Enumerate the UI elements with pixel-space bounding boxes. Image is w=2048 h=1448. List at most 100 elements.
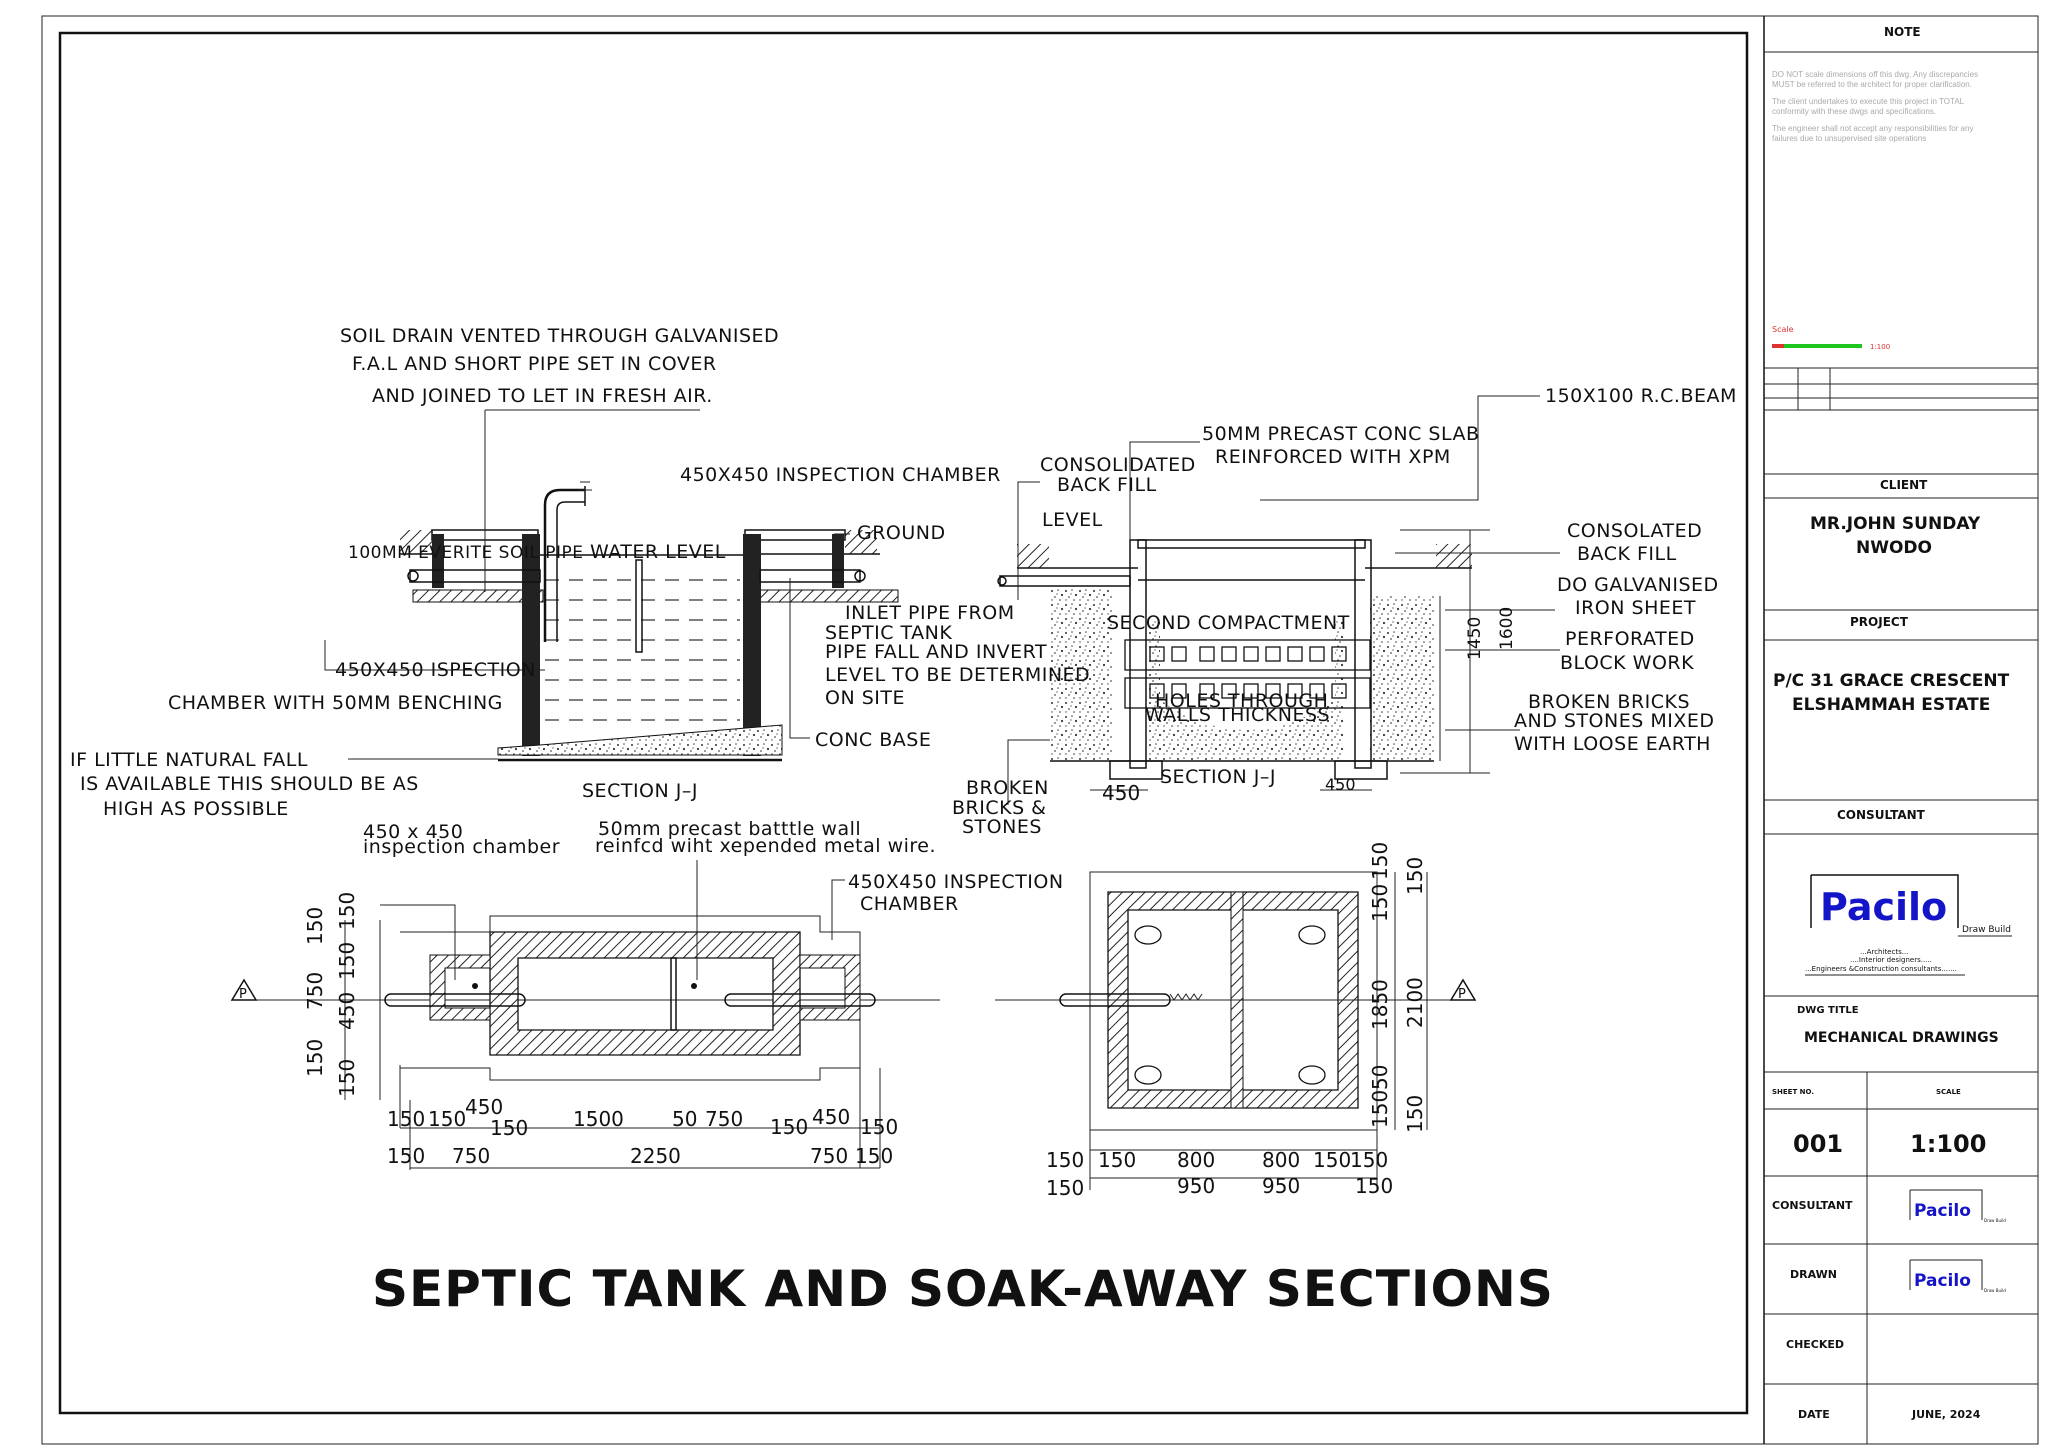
consolidated-label-1: CONSOLIDATED [1040, 454, 1196, 476]
soak-h-dim: 150 [1355, 1174, 1393, 1198]
septic-v-dim: 450 [335, 992, 359, 1030]
outer-frame [41, 15, 2039, 1445]
holes-label-2: WALLS THICKNESS [1145, 704, 1330, 726]
septic-v-dim: 750 [303, 972, 327, 1010]
drawing-scale: 1:100 [1910, 1130, 1986, 1158]
conc-base [497, 724, 783, 756]
drawn-logo-sub: Draw Build [1984, 1288, 2006, 1293]
project-name-2: ELSHAMMAH ESTATE [1792, 695, 1990, 715]
septic-v-dim: 150 [303, 1039, 327, 1077]
note-text-2: The client undertakes to execute this pr… [1772, 97, 1964, 116]
perforated-label-1: PERFORATED [1565, 628, 1695, 650]
checked-row-label: CHECKED [1786, 1338, 1844, 1351]
consultant-logo: Pacilo Draw Build ...Architects... ....I… [1805, 874, 2012, 976]
rc-beam-label: 150X100 R.C.BEAM [1545, 385, 1737, 407]
inlet-label-5: ON SITE [825, 687, 905, 709]
title-block: NOTE DO NOT scale dimensions off this dw… [1763, 16, 2038, 1444]
septic-h-dim: 150 [770, 1115, 808, 1139]
mini-logo-text: Pacilo [1914, 1201, 1971, 1221]
client-name-2: NWODO [1856, 538, 1932, 558]
precast-slab [1137, 539, 1366, 549]
soak-v-dim: 150 [1368, 884, 1392, 922]
logo-line-3: ...Engineers &Construction consultants..… [1805, 965, 1957, 973]
perforated-blocks-upper [1124, 639, 1371, 671]
scale-heading: SCALE [1936, 1088, 1961, 1096]
cover-slab-right [759, 589, 899, 603]
ground-hatch-left [400, 530, 436, 554]
project-name-1: P/C 31 GRACE CRESCENT [1773, 671, 2010, 691]
date-row-label: DATE [1798, 1408, 1830, 1421]
conc-base-label: CONC BASE [815, 729, 931, 751]
septic-h-dim: 50 [672, 1107, 697, 1131]
septic-h-dim: 150 [387, 1107, 425, 1131]
scale-bar-label: Scale [1772, 325, 1794, 334]
ground-label: GROUND [857, 522, 946, 544]
septic-plan-horizontal-dims: 150 150 450 150 1500 50 750 150 450 150 … [387, 1095, 898, 1168]
broken-bricks-left-2: BRICKS & [952, 797, 1046, 819]
natural-fall-label-1: IF LITTLE NATURAL FALL [70, 749, 308, 771]
drawing-date: JUNE, 2024 [1911, 1408, 1981, 1421]
precast-slab-label-2: REINFORCED WITH XPM [1215, 446, 1451, 468]
drawing-frame [58, 31, 1749, 1415]
scale-bar-ratio: 1:100 [1870, 343, 1890, 351]
soak-plan-vertical-dims: 150 150 1850 50 150 150 2100 150 [1368, 842, 1427, 1133]
soak-v-dim: 1850 [1368, 979, 1392, 1030]
cover-slab-left [412, 589, 544, 603]
broken-bricks-right-2: AND STONES MIXED [1514, 710, 1714, 732]
soak-h-dim: 150 [1313, 1148, 1351, 1172]
logo-line-2: ....Interior designers..... [1850, 956, 1932, 964]
consolated-label-2: BACK FILL [1577, 543, 1677, 565]
soil-pipe-label: 100MM EVERITE SOIL PIPE [348, 543, 583, 563]
consolated-label-1: CONSOLATED [1567, 520, 1702, 542]
septic-h-dim: 150 [860, 1115, 898, 1139]
septic-h-dim: 2250 [630, 1144, 681, 1168]
drawing-title: SEPTIC TANK AND SOAK-AWAY SECTIONS [372, 1260, 1554, 1318]
logo-subtext: Draw Build [1962, 925, 2011, 935]
septic-h-dim: 450 [465, 1095, 503, 1119]
scale-bar [1772, 344, 1862, 348]
precast-slab-label-1: 50MM PRECAST CONC SLAB [1202, 423, 1480, 445]
soak-h-dim: 150 [1046, 1148, 1084, 1172]
septic-v-dim: 150 [335, 942, 359, 980]
note-heading: NOTE [1884, 25, 1921, 39]
drawn-row-label: DRAWN [1790, 1268, 1837, 1281]
chamber-label-2: inspection chamber [363, 836, 560, 858]
soak-h-dim: 800 [1177, 1148, 1215, 1172]
septic-h-dim: 150 [428, 1107, 466, 1131]
baffle-wall-label-1: 50mm precast batttle wall [598, 818, 861, 840]
soak-v-dim: 150 [1368, 1090, 1392, 1128]
vent-pipe [543, 488, 585, 642]
baffle-wall-label-2: reinfcd wiht xepended metal wire. [595, 835, 936, 857]
plan-marker-left: P [239, 987, 247, 1002]
second-compartment-label: SECOND COMPACTMENT [1107, 612, 1350, 634]
logo-line-1: ...Architects... [1860, 948, 1908, 956]
dim-1450: 1450 [1465, 617, 1485, 660]
septic-plan-vertical-dims: 150 150 150 750 450 150 150 [303, 892, 359, 1097]
soak-h-dim: 150 [1350, 1148, 1388, 1172]
soak-v-dim: 150 [1403, 1095, 1427, 1133]
ground-hatch-right [845, 530, 877, 554]
inlet-label-4: LEVEL TO BE DETERMINED [825, 664, 1090, 686]
perforated-blocks-lower [1124, 677, 1371, 709]
septic-section-title: SECTION J–J [582, 780, 698, 802]
septic-v-dim: 150 [335, 1059, 359, 1097]
dwg-title: MECHANICAL DRAWINGS [1804, 1030, 1999, 1046]
inlet-label-2: SEPTIC TANK [825, 622, 952, 644]
septic-h-dim: 150 [387, 1144, 425, 1168]
tank-wall-left [522, 534, 540, 756]
logo-text: Pacilo [1820, 885, 1947, 929]
backfill-left [1050, 586, 1112, 761]
soil-drain-label-1: SOIL DRAIN VENTED THROUGH GALVANISED [340, 325, 779, 347]
natural-fall-label-2: IS AVAILABLE THIS SHOULD BE AS [80, 773, 419, 795]
ispection-label-1: 450X450 ISPECTION [335, 659, 536, 681]
chamber-right-label-1: 450X450 INSPECTION [848, 871, 1064, 893]
soak-h-dim: 150 [1046, 1176, 1084, 1200]
galvanised-label-1: DO GALVANISED [1557, 574, 1719, 596]
galvanised-label-2: IRON SHEET [1575, 597, 1696, 619]
consolidated-label-2: BACK FILL [1057, 474, 1157, 496]
broken-bricks-right-1: BROKEN BRICKS [1528, 691, 1690, 713]
water-level-label: WATER LEVEL [590, 541, 726, 563]
broken-bricks-left-3: STONES [962, 816, 1042, 838]
inlet-label-3: PIPE FALL AND INVERT [825, 641, 1047, 663]
